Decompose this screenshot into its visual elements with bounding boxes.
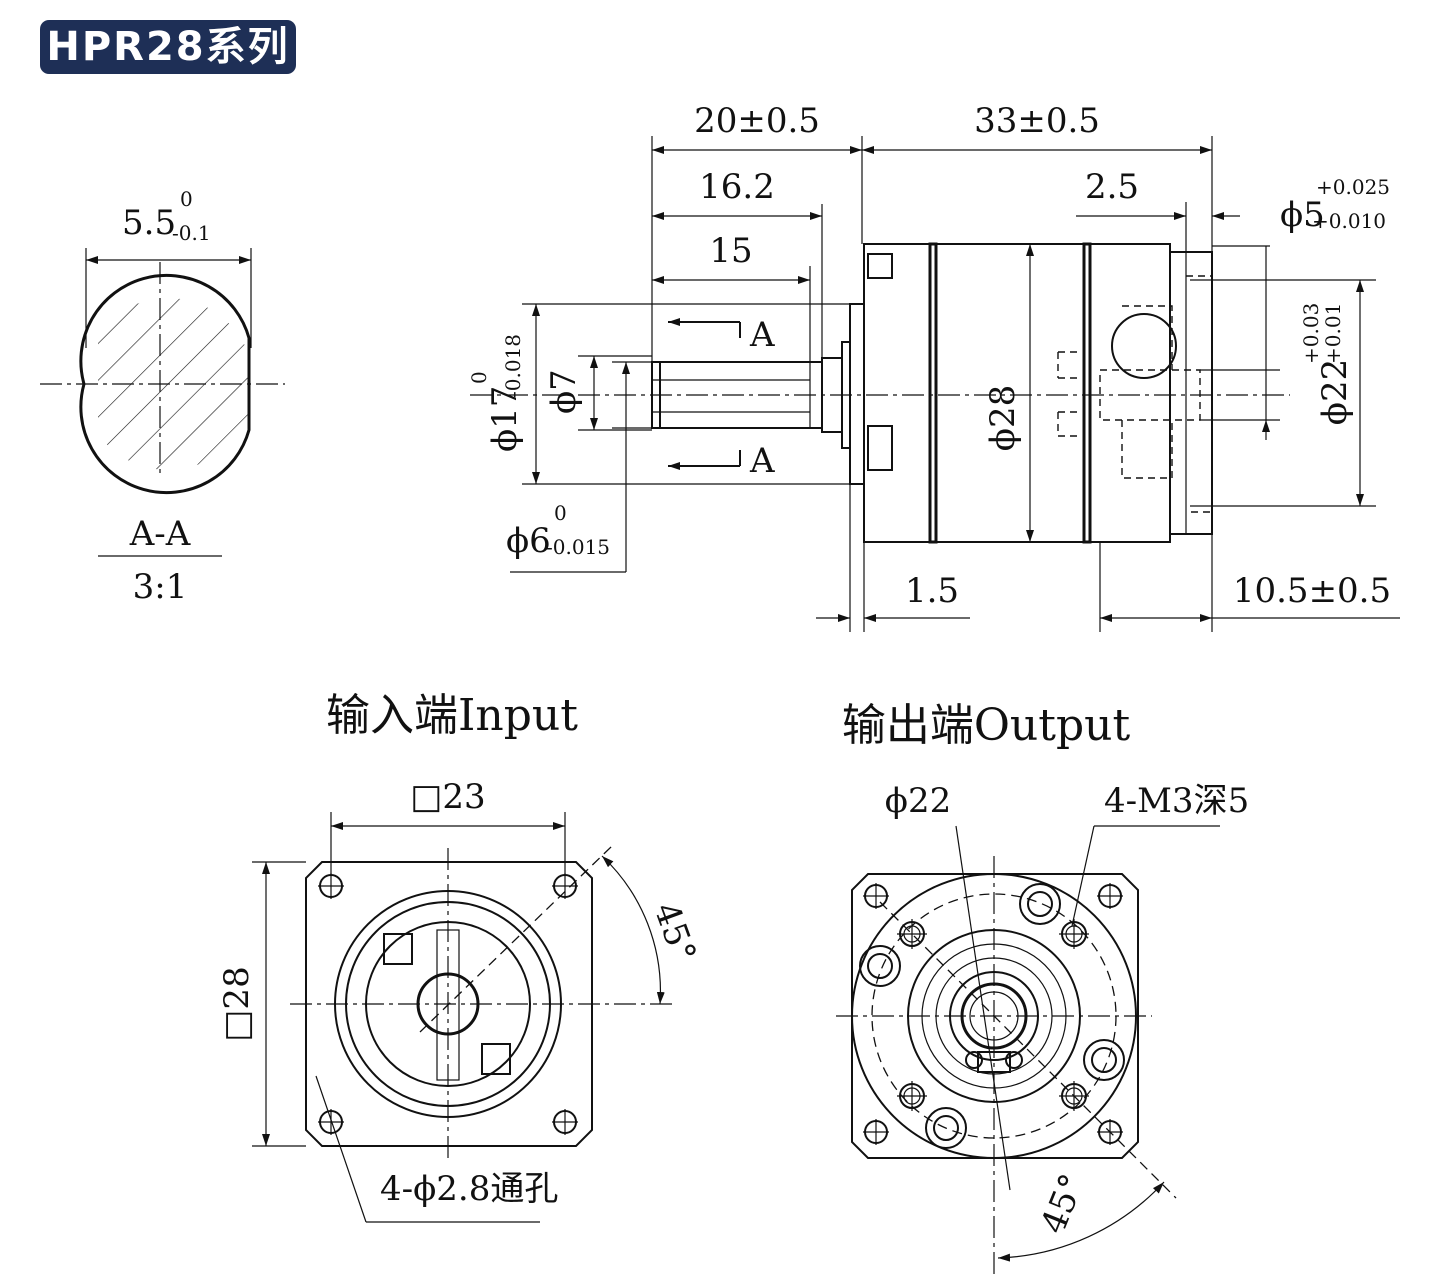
output-angle-dim: 45°: [1033, 1169, 1093, 1240]
hidden-lines: [1057, 275, 1213, 513]
output-recess-dim: 2.5: [1085, 167, 1139, 207]
thread-dim: 4-M3深5: [1104, 781, 1249, 821]
flange-thickness-dim: 1.5: [905, 571, 959, 611]
input-holes-dim: 4-ϕ2.8通孔: [380, 1169, 558, 1209]
section-marker-top: A: [668, 315, 775, 355]
series-title-badge: HPR28系列: [40, 20, 296, 74]
gearbox-body: [863, 242, 1213, 544]
section-a-a-view: 5.5 0 -0.1 A-A 3:1: [40, 187, 285, 607]
shaft-dim-tol-upper: 0: [554, 501, 567, 525]
pitch-leader: [955, 825, 1011, 1191]
counterbore-holes: [859, 883, 1125, 1149]
shaft-dim-tol-lower: -0.015: [546, 535, 610, 559]
threaded-holes: [897, 919, 1089, 1111]
section-marker-bottom: A: [668, 441, 775, 481]
flat-dim: ϕ7: [544, 369, 584, 414]
output-pilot-dim-tol-upper: +0.03: [1299, 303, 1323, 364]
width-dim-value: 5.5: [122, 203, 176, 243]
output-view-caption: 输出端Output: [842, 700, 1131, 751]
input-view-caption: 输入端Input: [326, 690, 578, 741]
input-end-view: □23 □28 45° 4-ϕ2.8通孔: [217, 777, 704, 1223]
input-length-dim: 20±0.5: [694, 101, 820, 141]
output-angle-arc: [997, 1181, 1165, 1262]
thread-leader: [1071, 825, 1095, 927]
pilot-dim-tol-lower: -0.018: [501, 334, 525, 398]
output-length-dim: 10.5±0.5: [1233, 571, 1391, 611]
pilot-dim-tol-upper: 0: [467, 371, 491, 384]
bore-dim-tol-lower: +0.010: [1312, 209, 1386, 233]
bore-dim-tol-upper: +0.025: [1316, 175, 1390, 199]
input-pilot: [849, 303, 865, 485]
side-view: 20±0.5 33±0.5 16.2 15 2.5 ϕ5 +0.025 +0.0…: [467, 101, 1400, 632]
coupling-key: [481, 1043, 511, 1075]
square-dim: □28: [217, 966, 257, 1041]
body-diameter-dim: ϕ28: [983, 385, 1023, 451]
width-dim-tol-upper: 0: [180, 187, 193, 211]
pcd-square-dim: □23: [410, 777, 485, 817]
output-end-view: ϕ22 4-M3深5 45°: [836, 781, 1249, 1276]
input-angle-dim: 45°: [646, 897, 704, 967]
key-length-dim: 15: [709, 231, 752, 271]
output-flange-square: [851, 873, 1139, 1159]
body-length-dim: 33±0.5: [974, 101, 1100, 141]
width-dim-tol-lower: -0.1: [172, 221, 211, 245]
shaft-length-dim: 16.2: [699, 167, 775, 207]
coupling-key: [383, 933, 413, 965]
bore-dim: ϕ5: [1280, 195, 1325, 235]
output-pilot-dim: ϕ22: [1315, 359, 1355, 425]
angle-arc: [601, 855, 665, 1005]
hole-leader: [315, 1075, 367, 1223]
section-scale: 3:1: [133, 567, 188, 607]
section-label: A-A: [129, 514, 191, 554]
access-port: [1111, 313, 1177, 379]
pilot-dim: ϕ17: [485, 386, 525, 452]
output-pilot-dim-tol-lower: +0.01: [1321, 303, 1345, 364]
shaft-dim: ϕ6: [506, 521, 551, 561]
svg-text:A: A: [749, 315, 775, 355]
svg-text:A: A: [749, 441, 775, 481]
input-flange-square: [305, 861, 593, 1147]
pitch-dim: ϕ22: [885, 781, 951, 821]
